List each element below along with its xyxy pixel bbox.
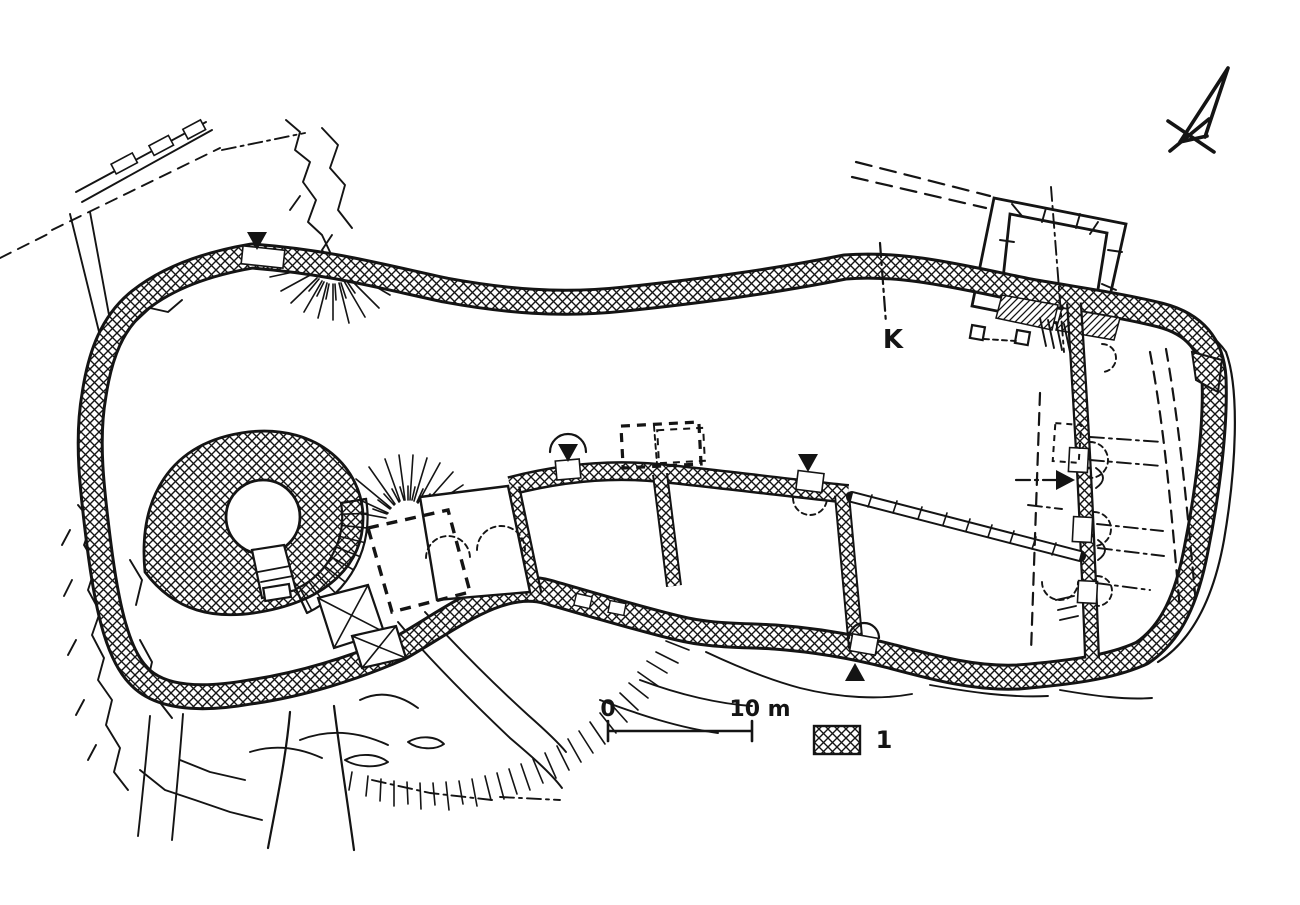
legend-wall-swatch (812, 724, 862, 756)
section-label-k: K (883, 325, 904, 355)
scale-bar: 0 10 m (600, 697, 791, 743)
cliff-rocks-upper-left (104, 119, 353, 333)
doorway-slots (240, 244, 1099, 657)
direction-arrow-east (1014, 470, 1075, 490)
triangle-marker-northwest (247, 232, 267, 250)
triangle-marker-room2 (798, 454, 818, 472)
east-interior-lines (1027, 347, 1198, 654)
east-room-steps (1055, 595, 1079, 621)
east-cross-wall (1066, 302, 1100, 659)
north-arrow-icon (1166, 66, 1230, 154)
ne-corner-masonry (1190, 350, 1224, 394)
approach-road (850, 160, 992, 210)
tower-inner-chamber (224, 478, 302, 556)
unexcavated-rooms-center (619, 420, 706, 470)
tower-curved-stair (294, 497, 369, 615)
scale-start-label: 0 (600, 697, 615, 722)
keyhole-tower (142, 429, 365, 617)
section-line-gate (1050, 186, 1065, 353)
circuit-wall (76, 242, 1228, 711)
gate-stairs (968, 317, 1071, 353)
room-partition-2 (834, 494, 864, 649)
entrance-markers (247, 232, 865, 681)
scale-end-label: 10 m (729, 697, 790, 722)
rock-gully-bottom (249, 611, 1153, 801)
legend: 1 (812, 724, 893, 756)
triangle-marker-room1 (558, 444, 578, 462)
stair-platform (316, 583, 408, 670)
stone-wall-east-rooms (846, 491, 1086, 562)
triangle-marker-south (845, 663, 865, 681)
room-partition-1 (652, 473, 682, 587)
legend-wall-label: 1 (876, 726, 893, 754)
section-line-k: K (878, 241, 904, 355)
cliff-rocks-lower-left (61, 504, 356, 852)
door-arcs (548, 343, 1117, 640)
reconstructed-room-dashed (365, 507, 473, 615)
slope-hachures (348, 629, 701, 811)
